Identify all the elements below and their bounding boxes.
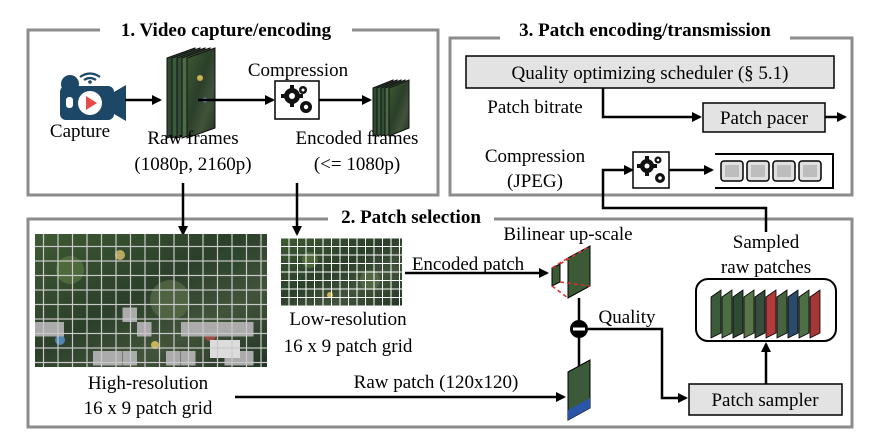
section1-title: 1. Video capture/encoding bbox=[121, 20, 332, 41]
patch-pacer-box bbox=[702, 102, 826, 133]
high-res-label: High-resolution bbox=[88, 373, 209, 394]
video-camera-icon bbox=[60, 72, 126, 121]
encoded-frames-label: Encoded frames bbox=[296, 128, 419, 149]
capture-label: Capture bbox=[50, 121, 110, 142]
gears-icon bbox=[274, 80, 320, 120]
patch-queue bbox=[715, 153, 834, 189]
raw-patches-label: raw patches bbox=[721, 257, 811, 278]
quality-label: Quality bbox=[599, 307, 656, 328]
upscaled-patch bbox=[551, 245, 591, 299]
section2-box bbox=[26, 217, 854, 429]
patch-bitrate-label: Patch bitrate bbox=[487, 97, 583, 118]
raw-patch-label: Raw patch (120x120) bbox=[354, 372, 519, 393]
section3-box bbox=[448, 36, 854, 197]
section2-title: 2. Patch selection bbox=[341, 207, 481, 228]
raw-patch bbox=[567, 359, 591, 421]
encoded-frames-stack bbox=[372, 79, 410, 137]
patch-pacer-label: Patch pacer bbox=[720, 108, 809, 129]
sampled-to-compression-line bbox=[601, 165, 768, 232]
high-res-grid-label: 16 x 9 patch grid bbox=[84, 398, 213, 419]
patch-sampler-label: Patch sampler bbox=[711, 390, 819, 411]
scheduler-to-pacer-arrow bbox=[601, 88, 702, 122]
raw-frames-label: Raw frames bbox=[147, 128, 238, 149]
low-resolution-frame bbox=[280, 238, 402, 306]
compression-label: Compression bbox=[248, 60, 349, 81]
encoded-patch-label: Encoded patch bbox=[412, 254, 525, 275]
quality-to-sampler-arrow bbox=[588, 327, 688, 403]
low-res-label: Low-resolution bbox=[289, 309, 407, 330]
section3-title: 3. Patch encoding/transmission bbox=[519, 20, 771, 41]
jpeg-label: (JPEG) bbox=[507, 171, 563, 192]
raw-frames-stack bbox=[166, 47, 216, 139]
section1-box bbox=[26, 28, 440, 197]
gears-icon bbox=[632, 151, 670, 189]
scheduler-label: Quality optimizing scheduler (§ 5.1) bbox=[511, 63, 788, 84]
encoded-frames-resolution: (<= 1080p) bbox=[314, 154, 400, 175]
quality-optimizing-scheduler-box bbox=[465, 55, 835, 89]
raw-frames-resolution: (1080p, 2160p) bbox=[134, 154, 251, 175]
low-res-grid-label: 16 x 9 patch grid bbox=[284, 336, 413, 357]
compression-jpeg-label: Compression bbox=[485, 146, 586, 167]
sampled-patches-group bbox=[695, 278, 837, 342]
sampled-label: Sampled bbox=[733, 232, 800, 253]
bilinear-upscale-label: Bilinear up-scale bbox=[503, 224, 632, 245]
high-resolution-frame bbox=[35, 234, 267, 367]
patch-sampler-box bbox=[688, 383, 843, 416]
minus-circle-icon bbox=[570, 320, 588, 338]
